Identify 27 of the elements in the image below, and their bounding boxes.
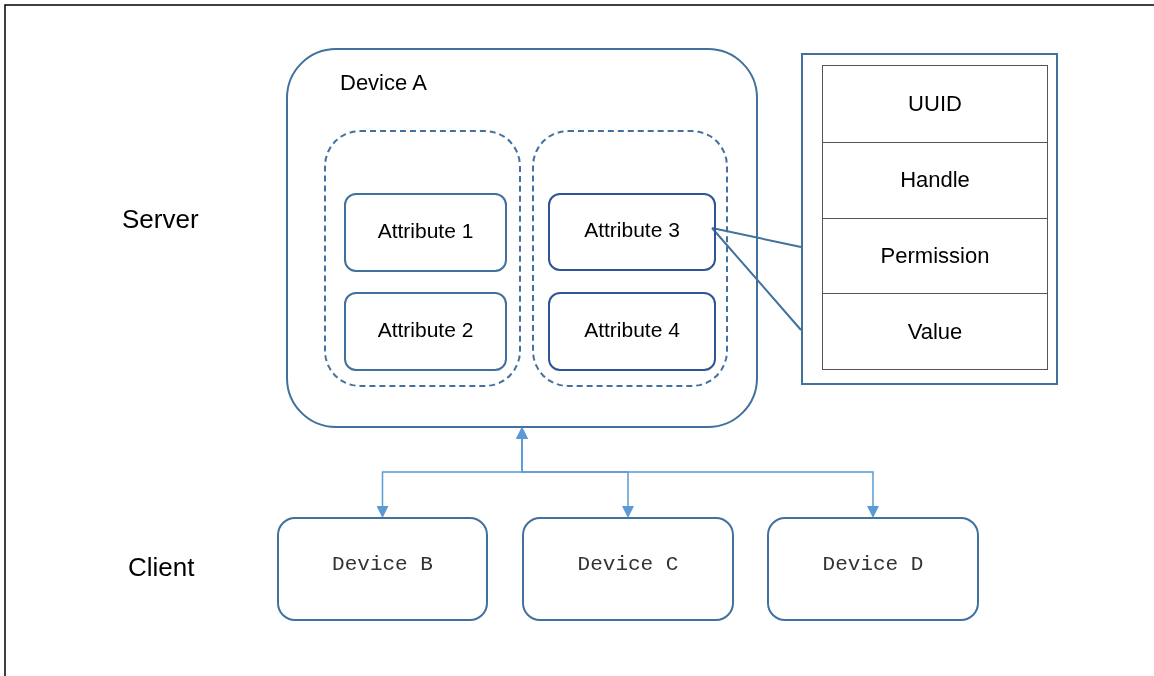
callout-pointer — [711, 227, 802, 331]
node-label: Device C — [577, 553, 679, 576]
arrow — [516, 427, 879, 518]
device-box — [522, 517, 734, 621]
row-label: Server — [122, 204, 199, 235]
node-label: Device D — [822, 553, 924, 576]
attribute-box — [344, 193, 507, 272]
node-label: Attribute 2 — [377, 317, 474, 342]
device-box — [277, 517, 488, 621]
table-row-label: Handle — [823, 141, 1047, 218]
attribute-table-callout — [801, 53, 1058, 385]
node-label: Attribute 1 — [377, 218, 474, 243]
attribute-box — [548, 193, 716, 271]
node-label: Attribute 4 — [584, 317, 680, 342]
table-row-label: Value — [823, 293, 1047, 369]
node-label: Attribute 3 — [584, 218, 680, 242]
node-label: Device B — [332, 553, 433, 576]
attribute-box — [548, 292, 716, 371]
group-box — [532, 130, 728, 387]
attribute-box — [344, 292, 507, 371]
device-box — [286, 48, 758, 428]
node-label: Device A — [340, 70, 427, 96]
group-box — [324, 130, 521, 387]
table-row-label: UUID — [907, 89, 963, 118]
row-label: Client — [128, 552, 195, 583]
device-box — [767, 517, 979, 621]
table-row-label: Permission — [823, 217, 1047, 294]
